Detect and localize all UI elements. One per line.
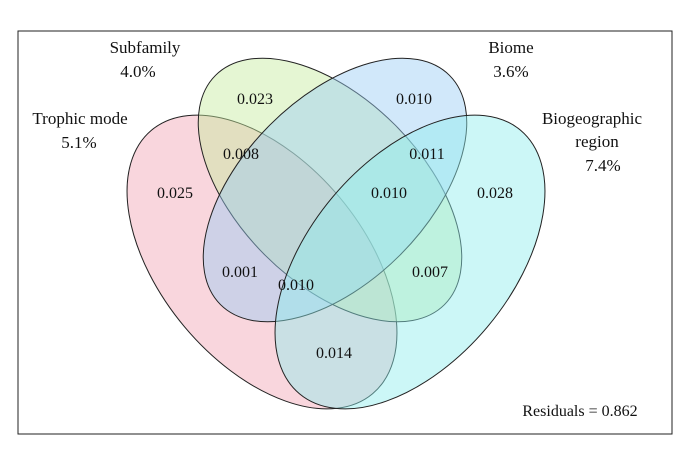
biogeographic-region-ellipse bbox=[274, 114, 546, 410]
biome-percent: 3.6% bbox=[493, 62, 528, 81]
set-labels: Trophic mode 5.1% Subfamily 4.0% Biome 3… bbox=[32, 38, 642, 175]
region-subfamily-biome-region: 0.010 bbox=[371, 185, 407, 202]
trophic-mode-label: Trophic mode bbox=[32, 109, 127, 128]
region-all-four: 0.010 bbox=[278, 277, 314, 294]
biogeographic-region-label-line2: region bbox=[575, 132, 619, 151]
biogeographic-region-percent: 7.4% bbox=[585, 156, 620, 175]
subfamily-percent: 4.0% bbox=[120, 62, 155, 81]
biogeographic-region-label-line1: Biogeographic bbox=[542, 109, 643, 128]
region-values: 0.025 0.023 0.010 0.028 0.008 0.011 0.01… bbox=[157, 91, 513, 362]
region-region-only: 0.028 bbox=[477, 185, 513, 202]
region-trophic-region: 0.014 bbox=[316, 345, 352, 362]
region-subfamily-only: 0.023 bbox=[237, 91, 273, 108]
biome-ellipse bbox=[202, 57, 468, 323]
region-trophic-subfamily-biome: 0.001 bbox=[222, 264, 258, 281]
subfamily-label: Subfamily bbox=[110, 38, 181, 57]
trophic-mode-percent: 5.1% bbox=[61, 133, 96, 152]
region-trophic-only: 0.025 bbox=[157, 185, 193, 202]
ellipse-group bbox=[126, 57, 546, 410]
region-biome-only: 0.010 bbox=[396, 91, 432, 108]
diagram-frame bbox=[17, 30, 673, 435]
region-trophic-subfamily: 0.008 bbox=[223, 146, 259, 163]
subfamily-ellipse bbox=[197, 57, 463, 323]
region-subfamily-region: 0.007 bbox=[412, 264, 448, 281]
biome-label: Biome bbox=[488, 38, 533, 57]
trophic-mode-ellipse bbox=[126, 114, 398, 410]
residuals-label: Residuals = 0.862 bbox=[522, 403, 637, 420]
region-biome-region: 0.011 bbox=[409, 146, 444, 163]
